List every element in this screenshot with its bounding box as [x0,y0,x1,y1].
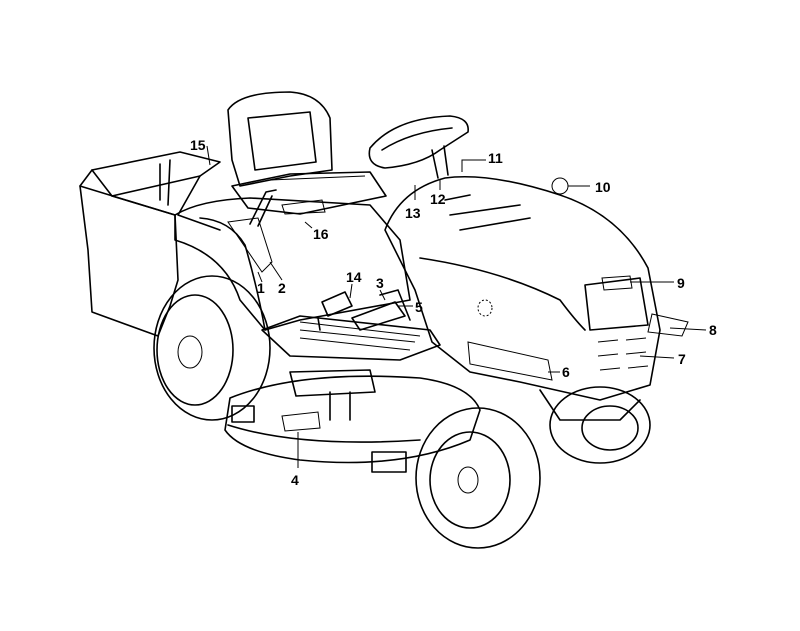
pedal [317,289,411,331]
label-16: 16 [313,226,329,242]
label-7: 7 [678,351,686,367]
label-10: 10 [595,179,611,195]
label-12: 12 [430,191,446,207]
rear-wheel [153,275,271,421]
steering-wheel [368,115,469,179]
lever [249,189,277,227]
label-11: 11 [488,150,503,166]
label-15: 15 [190,137,206,153]
label-3: 3 [376,275,384,291]
hood [384,175,689,421]
leader-lines [206,145,707,468]
label-13: 13 [405,205,421,221]
label-8: 8 [709,322,717,338]
label-4: 4 [291,472,299,488]
part-labels: 1 2 3 4 5 6 7 8 9 10 11 12 13 14 15 16 [190,137,717,488]
tractor-body [174,197,441,361]
label-1: 1 [257,280,265,296]
seat [227,91,387,215]
label-2: 2 [278,280,286,296]
mower-deck [224,369,481,473]
front-wheel-left [415,407,541,549]
label-5: 5 [415,299,423,315]
label-14: 14 [346,269,362,285]
emblem-part [551,177,569,195]
label-6: 6 [562,364,570,380]
label-9: 9 [677,275,685,291]
grass-collector [79,151,221,337]
front-wheel-right [549,386,651,464]
